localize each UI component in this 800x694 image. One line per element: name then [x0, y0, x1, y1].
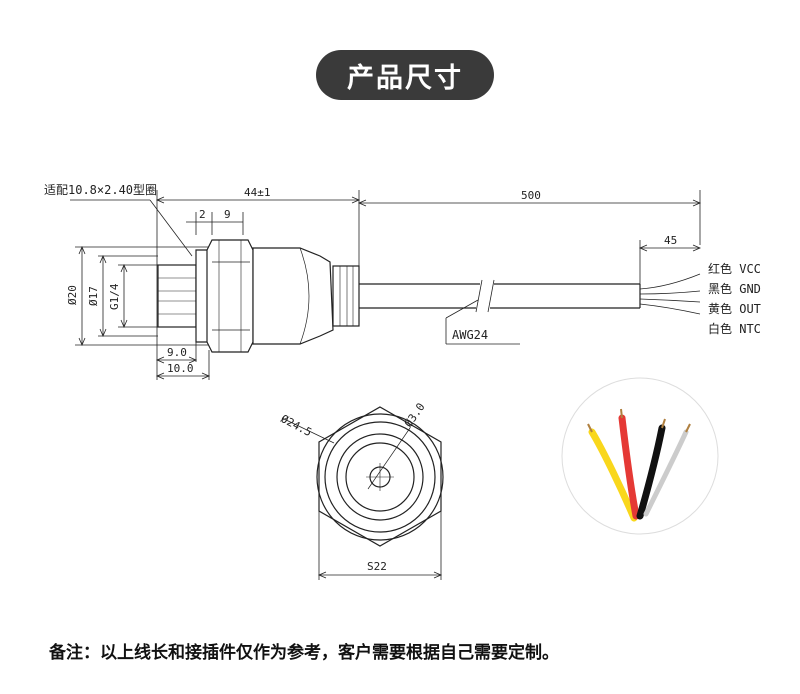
dim-dia-3-0: Ø3.0 — [402, 401, 428, 430]
wire-label-vcc: 红色 VCC — [708, 261, 761, 276]
dim-2: 2 — [199, 208, 206, 221]
dim-dia-24-5: Ø24.5 — [279, 412, 314, 439]
dim-total-length: 44±1 — [244, 186, 271, 199]
dim-9-0: 9.0 — [167, 346, 187, 359]
awg-label: AWG24 — [452, 328, 488, 342]
thread-label: G1/4 — [108, 283, 121, 310]
dim-hex-s22: S22 — [367, 560, 387, 573]
dim-cable-length: 500 — [521, 189, 541, 202]
wire-label-out: 黄色 OUT — [708, 302, 761, 316]
dim-9: 9 — [224, 208, 231, 221]
wire-photo — [561, 377, 719, 535]
wire-label-ntc: 白色 NTC — [708, 321, 761, 336]
wire-label-gnd: 黑色 GND — [708, 282, 761, 296]
dim-10-0: 10.0 — [167, 362, 194, 375]
oring-label: 适配10.8×2.40型圈 — [44, 183, 157, 197]
dim-dia-20: Ø20 — [66, 285, 79, 305]
section-title: 产品尺寸 — [316, 50, 494, 100]
footnote: 备注：以上线长和接插件仅作为参考，客户需要根据自己需要定制。 — [49, 643, 559, 663]
dim-dia-17: Ø17 — [87, 286, 100, 306]
dim-45: 45 — [664, 234, 677, 247]
